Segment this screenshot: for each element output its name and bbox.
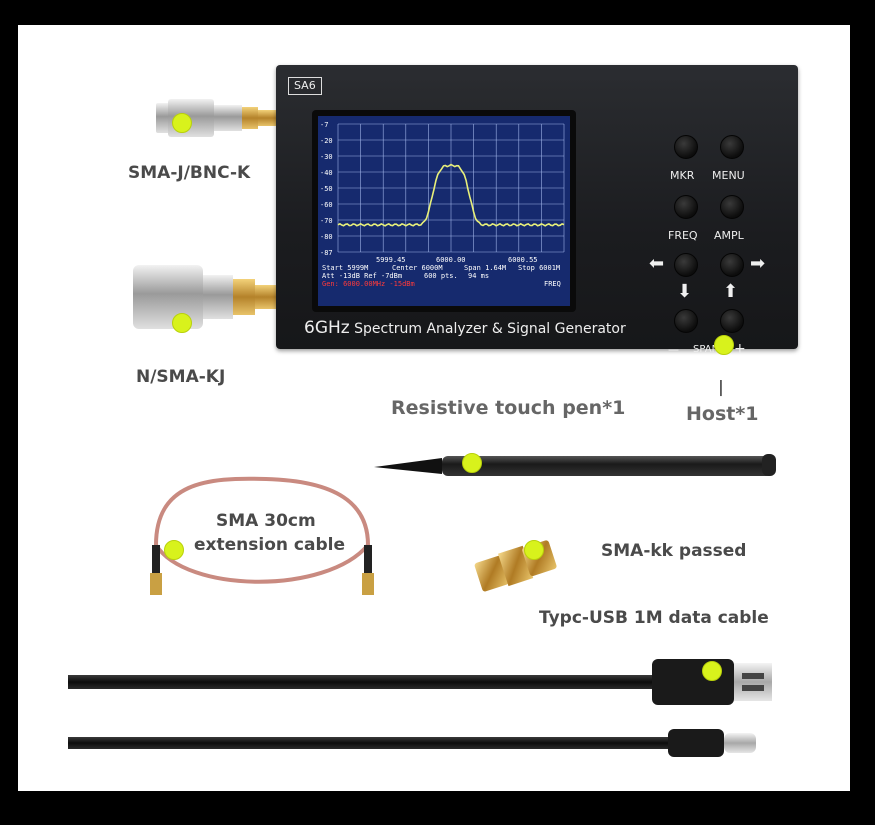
center-freq: Center 6000M [392,264,443,272]
indicator-dot [172,313,192,333]
label-pen: Resistive touch pen*1 [391,397,626,419]
device-subtitle-text: Spectrum Analyzer & Signal Generator [354,321,626,337]
generator-status: Gen: 6000.00MHz -15dBm [322,280,415,288]
up-button[interactable] [720,309,744,333]
ampl-label: AMPL [714,229,744,242]
sma-kk-adapter [474,540,557,592]
indicator-dot [714,335,734,355]
freq-button[interactable] [674,253,698,277]
arrow-up-icon: ⬆ [723,281,739,302]
span-plus: + [734,341,746,357]
arrow-down-icon: ⬇ [677,281,693,302]
y-tick-label: -7 [320,121,328,129]
points: 600 pts. [424,272,458,280]
spectrum-plot: -7 -20 -30 -40 -50 -60 -70 -80 -87 [320,121,565,257]
button-2[interactable] [720,135,744,159]
device-model-badge: SA6 [288,77,322,95]
spectrum-analyzer-device: SA6 -7 -20 -30 -40 -50 -60 -70 -80 -87 5999.45 6… [276,65,798,357]
label-sma-kk: SMA-kk passed [601,541,747,561]
usb-cable [68,659,772,757]
screen-bezel: -7 -20 -30 -40 -50 -60 -70 -80 -87 5999.45 6000.… [312,110,576,312]
label-cable-line2: extension cable [194,535,345,555]
arrow-left-icon: ⬅ [649,253,665,274]
menu-label: MENU [712,169,745,182]
y-tick-label: -20 [320,137,333,145]
down-button[interactable] [674,309,698,333]
host-tick: | [718,377,724,396]
device-subtitle: 6GHz Spectrum Analyzer & Signal Generato… [304,318,626,338]
span-value: Span 1.64M [464,264,507,272]
y-tick-label: -87 [320,249,333,257]
indicator-dot [164,540,184,560]
y-tick-label: -60 [320,201,333,209]
indicator-dot [172,113,192,133]
indicator-dot [524,540,544,560]
y-tick-label: -80 [320,233,333,241]
label-host: Host*1 [686,403,759,425]
device-screen: -7 -20 -30 -40 -50 -60 -70 -80 -87 5999.45 6000.… [318,116,570,306]
attenuation: Att -13dB Ref -7dBm [322,272,403,280]
span-minus: — [668,343,679,356]
mkr-button[interactable] [674,195,698,219]
stop-freq: Stop 6001M [518,264,561,272]
y-tick-label: -40 [320,169,333,177]
label-n-sma: N/SMA-KJ [136,367,226,387]
sma-extension-cable [150,476,374,595]
indicator-dot [702,661,722,681]
mkr-label: MKR [670,169,695,182]
label-usb: Typc-USB 1M data cable [539,608,769,628]
y-tick-label: -30 [320,153,333,161]
mode-indicator: FREQ [544,280,561,288]
ampl-button[interactable] [720,253,744,277]
marker-left: 5999.45 [376,256,406,264]
marker-right: 6000.55 [508,256,538,264]
span-label: SPAN [693,344,720,355]
marker-center: 6000.00 [436,256,466,264]
y-tick-label: -50 [320,185,333,193]
n-adapter [133,265,281,329]
y-tick-label: -70 [320,217,333,225]
arrow-right-icon: ➡ [750,253,766,274]
product-image: SMA-J/BNC-K N/SMA-KJ SA6 -7-20-30-40-50-… [18,25,850,791]
start-freq: Start 5999M [322,264,369,272]
freq-label: FREQ [668,229,698,242]
touch-pen [374,454,776,476]
menu-button[interactable] [720,195,744,219]
device-subtitle-freq: 6GHz [304,318,350,338]
spectrum-trace [337,163,565,227]
label-sma-bnc: SMA-J/BNC-K [128,163,251,183]
label-cable-line1: SMA 30cm [216,511,316,531]
sweep-time: 94 ms [468,272,490,280]
indicator-dot [462,453,482,473]
button-1[interactable] [674,135,698,159]
